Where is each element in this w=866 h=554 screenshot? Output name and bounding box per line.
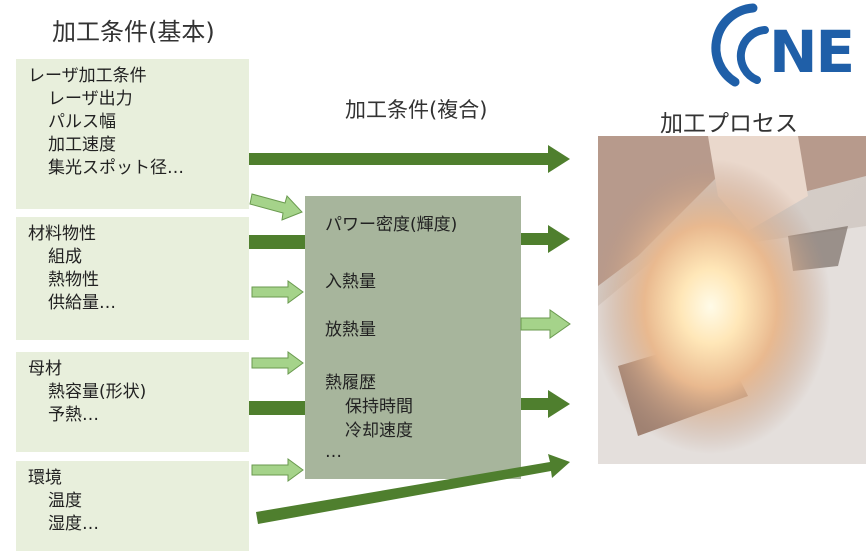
environment-title: 環境 <box>28 468 62 488</box>
pulse-width-item: パルス幅 <box>48 112 116 132</box>
laser-output-item: レーザ出力 <box>48 89 133 109</box>
composition-item: 組成 <box>48 247 82 267</box>
laser-to-process-arrow <box>249 145 570 173</box>
environment-to-process-arrow <box>256 454 570 524</box>
process-photo <box>598 136 866 464</box>
environment-to-composite-arrow <box>251 458 304 482</box>
heat-release-label: 放熱量 <box>325 320 376 340</box>
material-properties-title: 材料物性 <box>28 224 96 244</box>
base-material-title: 母材 <box>28 359 62 379</box>
spot-diameter-item: 集光スポット径… <box>48 158 184 178</box>
cooling-to-process-arrow <box>521 390 570 418</box>
processing-speed-item: 加工速度 <box>48 135 116 155</box>
temperature-item: 温度 <box>48 491 82 511</box>
heat-input-label: 入熱量 <box>325 272 376 292</box>
logo-text: NE <box>769 18 855 86</box>
base-to-composite-arrow <box>251 351 304 375</box>
base-dark-arrow <box>249 401 305 415</box>
laser-conditions-box: レーザ加工条件 レーザ出力 パルス幅 加工速度 集光スポット径… <box>16 59 249 209</box>
logo: NE <box>705 0 866 90</box>
cooling-rate-label: 冷却速度 <box>345 421 413 441</box>
power-density-label: パワー密度(輝度) <box>325 215 458 235</box>
heat-capacity-item: 熱容量(形状) <box>48 382 147 402</box>
ellipsis-label: … <box>325 442 342 462</box>
thermal-history-label: 熱履歴 <box>325 373 376 393</box>
power-density-to-process-arrow <box>521 225 570 253</box>
laser-process-image <box>598 136 866 464</box>
thermal-properties-item: 熱物性 <box>48 270 99 290</box>
environment-box: 環境 温度 湿度… <box>16 461 249 551</box>
material-dark-arrow <box>249 235 305 249</box>
composite-conditions-title: 加工条件(複合) <box>345 98 488 122</box>
composite-conditions-box: パワー密度(輝度) 入熱量 放熱量 熱履歴 保持時間 冷却速度 … <box>305 196 521 479</box>
supply-amount-item: 供給量… <box>48 293 116 313</box>
material-properties-box: 材料物性 組成 熱物性 供給量… <box>16 217 249 340</box>
humidity-item: 湿度… <box>48 514 99 534</box>
material-to-composite-arrow <box>251 280 304 304</box>
heat-release-to-process-arrow <box>520 309 571 339</box>
logo-mark-icon <box>711 3 769 87</box>
laser-conditions-title: レーザ加工条件 <box>28 66 147 86</box>
basic-conditions-title: 加工条件(基本) <box>52 18 215 46</box>
preheating-item: 予熱… <box>48 405 99 425</box>
holding-time-label: 保持時間 <box>345 397 413 417</box>
base-material-box: 母材 熱容量(形状) 予熱… <box>16 352 249 452</box>
laser-to-composite-arrow <box>249 193 303 221</box>
process-title: 加工プロセス <box>660 111 798 137</box>
